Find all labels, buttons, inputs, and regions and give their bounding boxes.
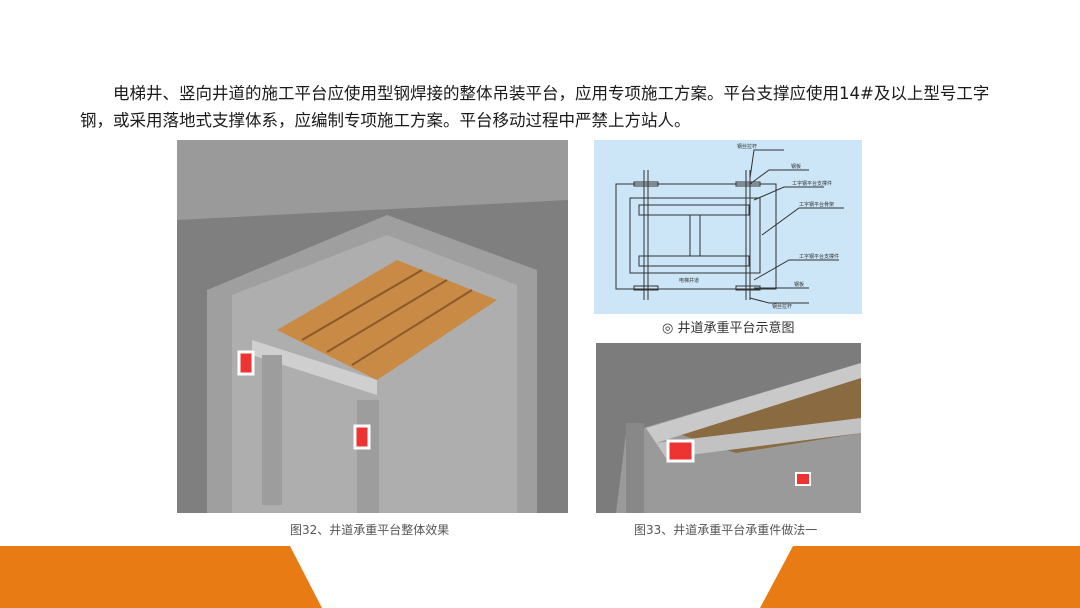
diagram-label: 工字钢平台骨架	[799, 201, 834, 208]
diagram-label: 钢板	[794, 281, 804, 288]
diagram-label: 工字钢平台支撑件	[792, 180, 832, 187]
diagram-label: 工字钢平台支撑件	[799, 253, 839, 260]
diagram-caption: ◎ 井道承重平台示意图	[662, 321, 795, 336]
figure-32-caption: 图32、井道承重平台整体效果	[290, 523, 450, 537]
footer-band-left	[0, 546, 322, 608]
footer-band-right	[760, 546, 1080, 608]
diagram-label: 电梯井道	[679, 277, 699, 284]
body-paragraph: 电梯井、竖向井道的施工平台应使用型钢焊接的整体吊装平台，应用专项施工方案。平台支…	[80, 84, 990, 130]
diagram-label: 钢板	[791, 163, 801, 170]
diagram-label: 钢丝拉杆	[737, 143, 757, 150]
diagram-label: 钢丝拉杆	[772, 303, 792, 310]
figure-33-caption: 图33、井道承重平台承重件做法一	[634, 523, 818, 537]
figure-33-image	[596, 343, 861, 513]
figure-32-image	[177, 140, 568, 513]
shaft-diagram: 钢丝拉杆 钢板 工字钢平台支撑件 工字钢平台骨架 工字钢平台支撑件 钢板 钢丝拉…	[594, 140, 862, 314]
